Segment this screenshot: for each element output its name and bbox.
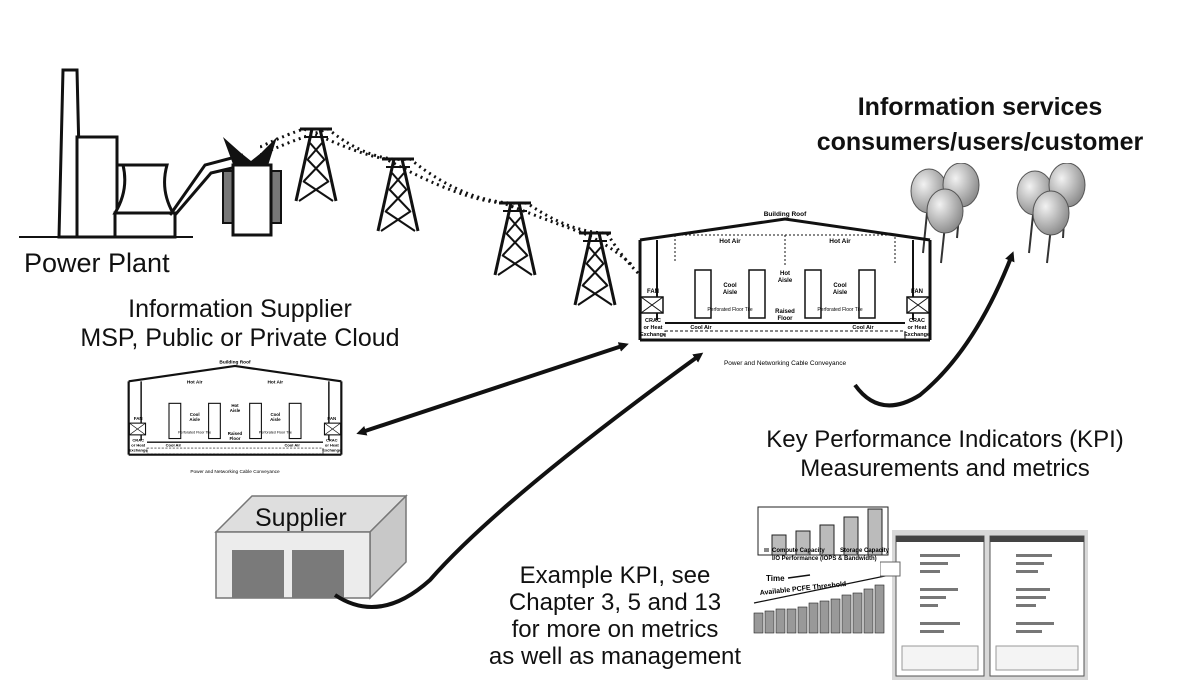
users-balloons (910, 163, 1086, 264)
dc-small-cool-air-right: Cool Air (284, 443, 300, 448)
consumers-title-line2: consumers/users/customer (816, 128, 1144, 156)
kpi-title-line1: Key Performance Indicators (KPI) (766, 426, 1124, 453)
consumers-title-line1: Information services (857, 93, 1103, 121)
datacenter-small: Building Roof Hot Air Hot Air Hot Aisle … (127, 360, 343, 475)
dc-small-crac-right-1: CRAC (326, 437, 338, 442)
dc-small-cool-aisle-1b: Aisle (189, 417, 200, 422)
kpi-time-label: Time (766, 574, 785, 583)
example-kpi-text: Example KPI, see Chapter 3, 5 and 13 for… (450, 562, 780, 670)
dc-large-raised-floor-1: Raised (775, 309, 795, 315)
kpi-report-pages (880, 530, 1088, 680)
example-kpi-line2: Chapter 3, 5 and 13 (508, 589, 722, 616)
dc-small-hot-air-left: Hot Air (187, 380, 203, 386)
dc-small-roof-label: Building Roof (219, 360, 251, 366)
arrow-warehouse-to-datacenter (333, 352, 704, 609)
dc-large-cool-aisle-2b: Aisle (833, 290, 848, 296)
info-supplier-title: Information Supplier MSP, Public or Priv… (45, 295, 435, 353)
supplier-warehouse (214, 494, 408, 600)
dc-small-cool-aisle-2a: Cool (270, 412, 280, 417)
dc-small-crac-right-3: Exchange (322, 448, 342, 453)
example-kpi-line1: Example KPI, see (519, 562, 711, 589)
dc-small-raised-floor-1: Raised (228, 431, 243, 436)
info-supplier-line1: Information Supplier (128, 295, 352, 323)
dc-large-cool-aisle-2a: Cool (833, 283, 847, 289)
dc-large-crac-left-1: CRAC (645, 318, 661, 324)
dc-large-fan-left: FAN (647, 289, 659, 295)
dc-large-fan-right: FAN (911, 289, 923, 295)
dc-small-fan-right: FAN (327, 416, 336, 421)
consumers-title: Information services consumers/users/cus… (780, 90, 1180, 160)
dc-large-cool-aisle-1b: Aisle (723, 290, 738, 296)
kpi-legend-io: I/O Performance (IOPS & Bandwidth) (772, 556, 877, 562)
dc-small-perforated-1: Perforated Floor Tile (178, 430, 211, 434)
dc-small-perforated-2: Perforated Floor Tile (259, 430, 292, 434)
arrow-supplier-to-datacenter (356, 342, 629, 436)
dc-small-crac-left-1: CRAC (132, 437, 144, 442)
power-plant-label: Power Plant (24, 248, 170, 278)
dc-large-crac-left-2: or Heat (644, 325, 663, 331)
dc-large-hot-air-right: Hot Air (829, 238, 851, 245)
dc-large-crac-left-3: Exchange (640, 332, 666, 338)
dc-small-raised-floor-2: Floor (230, 436, 241, 441)
dc-small-cool-aisle-2b: Aisle (270, 417, 281, 422)
dc-large-hot-aisle-2: Aisle (778, 278, 793, 284)
dc-large-cool-air-left: Cool Air (690, 325, 712, 331)
dc-large-crac-right-3: Exchange (904, 332, 930, 338)
dc-large-raised-floor-2: Floor (778, 316, 794, 322)
dc-small-crac-left-3: Exchange (129, 448, 149, 453)
dc-small-conveyance: Power and Networking Cable Conveyance (190, 469, 280, 475)
example-kpi-line3: for more on metrics (511, 616, 719, 643)
dc-large-hot-aisle-1: Hot (780, 271, 790, 277)
dc-large-perforated-2: Perforated Floor Tile (817, 307, 863, 313)
dc-large-crac-right-2: or Heat (908, 325, 927, 331)
dc-large-crac-right-1: CRAC (909, 318, 925, 324)
kpi-title: Key Performance Indicators (KPI) Measure… (700, 425, 1190, 483)
supplier-label: Supplier (255, 504, 347, 532)
dc-small-crac-right-2: or Heat (325, 443, 339, 448)
dc-small-crac-left-2: or Heat (131, 443, 145, 448)
dc-small-hot-aisle-1: Hot (231, 403, 239, 408)
dc-large-perforated-1: Perforated Floor Tile (707, 307, 753, 313)
dc-small-hot-air-right: Hot Air (268, 380, 284, 386)
arrow-datacenter-to-users (853, 251, 1015, 408)
dc-large-cool-aisle-1a: Cool (723, 283, 737, 289)
power-plant-illustration (19, 68, 282, 239)
dc-small-hot-aisle-2: Aisle (230, 408, 241, 413)
dc-large-hot-air-left: Hot Air (719, 238, 741, 245)
kpi-legend-compute: Compute Capacity (772, 548, 825, 554)
dc-large-roof-label: Building Roof (764, 211, 807, 218)
datacenter-large: Building Roof Hot Air Hot Air Hot Aisle … (638, 211, 932, 367)
kpi-title-line2: Measurements and metrics (800, 455, 1090, 482)
dc-large-cool-air-right: Cool Air (852, 325, 874, 331)
dc-large-conveyance: Power and Networking Cable Conveyance (724, 360, 847, 367)
kpi-legend-storage: Storage Capacity (840, 548, 890, 554)
kpi-chart-thumbnail: Compute Capacity Storage Capacity I/O Pe… (753, 506, 891, 634)
dc-small-fan-left: FAN (134, 416, 143, 421)
example-kpi-line4: as well as management (488, 643, 742, 670)
info-supplier-line2: MSP, Public or Private Cloud (80, 324, 400, 352)
dc-small-cool-air-left: Cool Air (166, 443, 182, 448)
dc-small-cool-aisle-1a: Cool (190, 412, 200, 417)
